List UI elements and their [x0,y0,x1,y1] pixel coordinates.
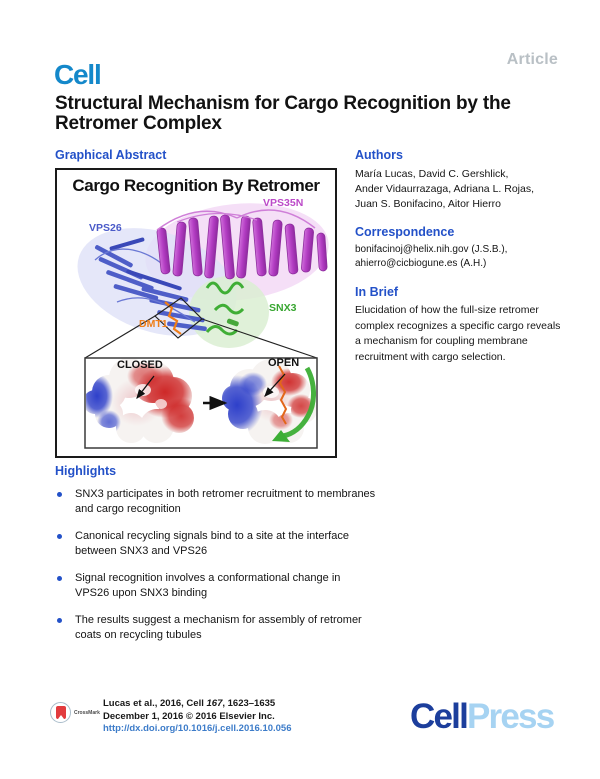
cell-journal-logo: Cell [54,59,102,90]
closed-state-label: CLOSED [117,359,163,371]
citation-volume: 167 [206,698,223,709]
authors-names: María Lucas, David C. Gershlick, Ander V… [355,167,565,212]
highlight-text: SNX3 participates in both retromer recru… [75,488,376,515]
highlight-item: The results suggest a mechanism for asse… [55,613,377,643]
figure-title: Cargo Recognition By Retromer [72,176,320,195]
bullet-icon [57,534,62,539]
graphical-abstract-figure: Cargo Recognition By Retromer VPS35N VPS… [55,168,337,458]
dmt1-label: DMT1 [139,318,168,330]
crossmark-badge[interactable]: CrossMark [50,702,100,723]
info-column: Authors María Lucas, David C. Gershlick,… [355,148,565,365]
article-type-label: Article [506,51,558,68]
correspondence-emails: bonifacinoj@helix.nih.gov (J.S.B.), ahie… [355,243,565,271]
open-state-label: OPEN [268,357,300,369]
paper-title: Structural Mechanism for Cargo Recogniti… [55,93,511,134]
vps26-label: VPS26 [89,222,122,234]
authors-heading: Authors [355,148,403,162]
highlights-section: Highlights SNX3 participates in both ret… [55,464,377,655]
correspondence-email[interactable]: bonifacinoj@helix.nih.gov (J.S.B.), [355,244,508,255]
bullet-icon [57,618,62,623]
authors-line: Ander Vidaurrazaga, Adriana L. Rojas, [355,183,535,195]
bullet-icon [57,492,62,497]
authors-line: María Lucas, David C. Gershlick, [355,168,509,180]
citation-line-1: Lucas et al., 2016, Cell 167, 1623–1635 [103,698,276,709]
vps35n-label: VPS35N [263,197,304,209]
in-brief-text: Elucidation of how the full-size retrome… [355,304,561,363]
retromer-structure-illustration [77,203,329,449]
highlight-item: Signal recognition involves a conformati… [55,571,377,601]
crossmark-icon [50,702,71,723]
graphical-abstract-heading: Graphical Abstract [55,148,167,162]
bullet-icon [57,576,62,581]
cellpress-logo-press: Press [467,697,555,736]
crossmark-label: CrossMark [74,710,100,716]
highlights-list: SNX3 participates in both retromer recru… [55,487,377,643]
correspondence-heading: Correspondence [355,225,455,239]
highlight-text: The results suggest a mechanism for asse… [75,614,362,641]
cellpress-logo: CellPress [410,697,555,737]
highlight-text: Canonical recycling signals bind to a si… [75,530,349,557]
highlight-item: Canonical recycling signals bind to a si… [55,529,377,559]
snx3-label: SNX3 [269,302,297,314]
crossmark-bookmark-icon [55,706,66,719]
doi-link[interactable]: http://dx.doi.org/10.1016/j.cell.2016.10… [103,723,292,734]
cellpress-logo-cell: Cell [410,697,469,736]
highlight-item: SNX3 participates in both retromer recru… [55,487,377,517]
highlights-heading: Highlights [55,464,117,478]
correspondence-email[interactable]: ahierro@cicbiogune.es (A.H.) [355,258,487,269]
highlight-text: Signal recognition involves a conformati… [75,572,341,599]
authors-line: Juan S. Bonifacino, Aitor Hierro [355,198,501,210]
in-brief-heading: In Brief [355,285,399,299]
citation-block: Lucas et al., 2016, Cell 167, 1623–1635 … [103,698,292,736]
citation-line-2: December 1, 2016 © 2016 Elsevier Inc. [103,710,275,722]
